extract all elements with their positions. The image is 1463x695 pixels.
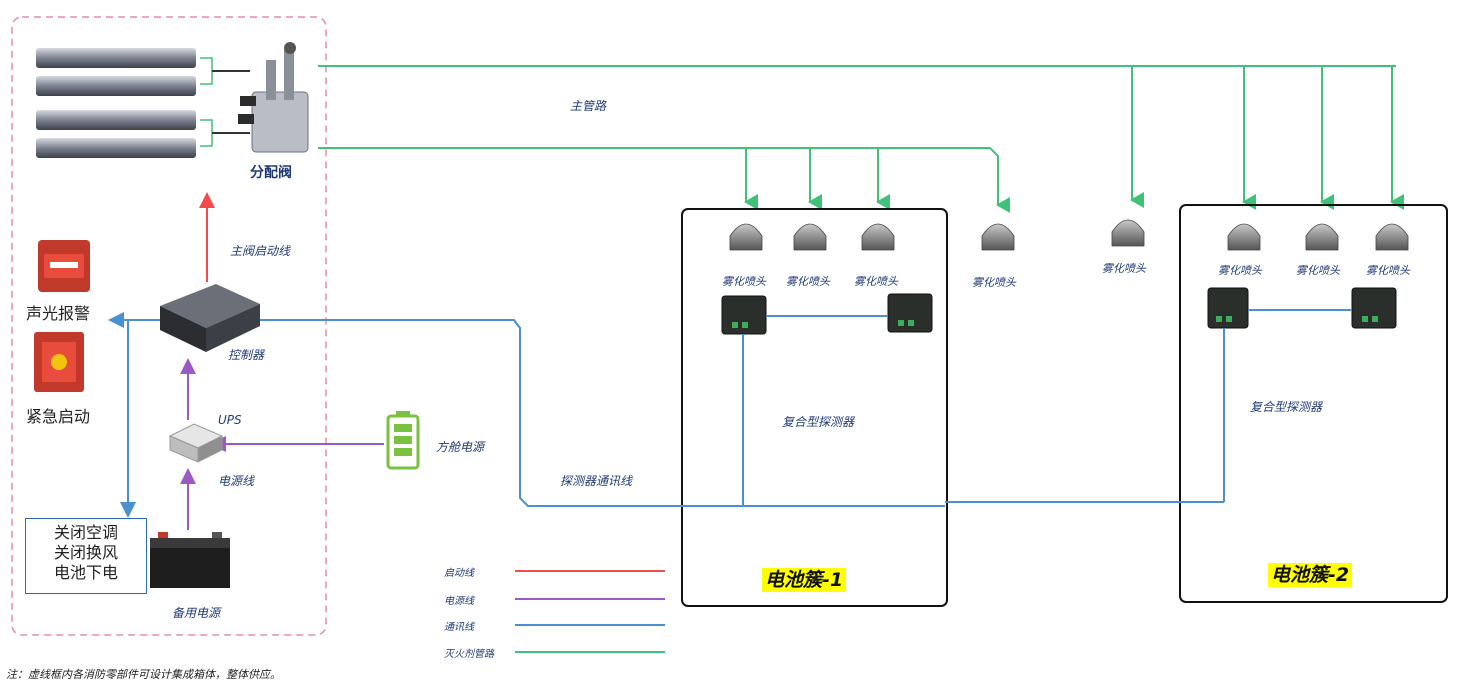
action-line: 关闭空调	[53, 523, 118, 542]
legend-comm-line: 通讯线	[444, 622, 474, 633]
battery-cluster-2-label: 电池簇-2	[1268, 563, 1353, 587]
main-pipe-label: 主管路	[570, 99, 607, 113]
distribution-valve-icon	[238, 42, 309, 153]
cabin-power-icon	[386, 411, 420, 470]
nozzle-label: 雾化喷头	[1218, 264, 1262, 277]
nozzle-label: 雾化喷头	[722, 275, 766, 288]
legend-power-line: 电源线	[444, 596, 474, 607]
battery-cluster-2-frame	[1179, 204, 1448, 603]
emergency-start-icon	[34, 332, 84, 392]
footnote: 注：虚线框内各消防零部件可设计集成箱体，整体供应。	[6, 668, 281, 681]
ups-icon	[168, 423, 224, 463]
backup-battery-icon	[150, 532, 230, 588]
cabin-power-label: 方舱电源	[436, 440, 485, 454]
nozzle-label: 雾化喷头	[786, 275, 830, 288]
nozzle-label: 雾化喷头	[1102, 262, 1146, 275]
power-line	[180, 358, 384, 530]
distribution-valve-label: 分配阀	[250, 165, 292, 181]
integration-frame	[11, 16, 327, 636]
power-line-label: 电源线	[218, 474, 255, 488]
ups-label: UPS	[218, 413, 242, 427]
nozzle-label: 雾化喷头	[1366, 264, 1410, 277]
linkage-action-box: 关闭空调 关闭换风 电池下电	[25, 518, 147, 594]
detector-comm-line	[108, 309, 1352, 518]
nozzle-label: 雾化喷头	[972, 276, 1016, 289]
legend-start-line: 启动线	[444, 568, 474, 579]
emergency-start-label: 紧急启动	[26, 407, 91, 426]
battery-cluster-1-label: 电池簇-1	[762, 568, 847, 592]
legend-pipe: 灭火剂管路	[444, 649, 494, 660]
detector-comm-line-label: 探测器通讯线	[560, 474, 633, 488]
action-line: 关闭换风	[53, 543, 118, 562]
controller-label: 控制器	[228, 348, 265, 362]
composite-detector-label-1: 复合型探测器	[782, 415, 855, 429]
composite-detector-label-2: 复合型探测器	[1250, 400, 1323, 414]
action-line: 电池下电	[53, 563, 118, 582]
nozzle-label: 雾化喷头	[1296, 264, 1340, 277]
audible-visual-alarm-icon	[38, 240, 90, 292]
nozzle-label: 雾化喷头	[854, 275, 898, 288]
main-pipe	[318, 65, 1404, 213]
backup-power-label: 备用电源	[172, 606, 221, 620]
atomizing-nozzle-icon	[729, 219, 1409, 251]
audible-visual-alarm-label: 声光报警	[26, 304, 91, 323]
main-valve-start-line-label: 主阀启动线	[230, 244, 291, 258]
controller-icon	[160, 284, 260, 352]
agent-cylinders	[36, 48, 250, 158]
battery-cluster-1-frame	[681, 208, 948, 607]
legend-lines	[515, 570, 665, 653]
